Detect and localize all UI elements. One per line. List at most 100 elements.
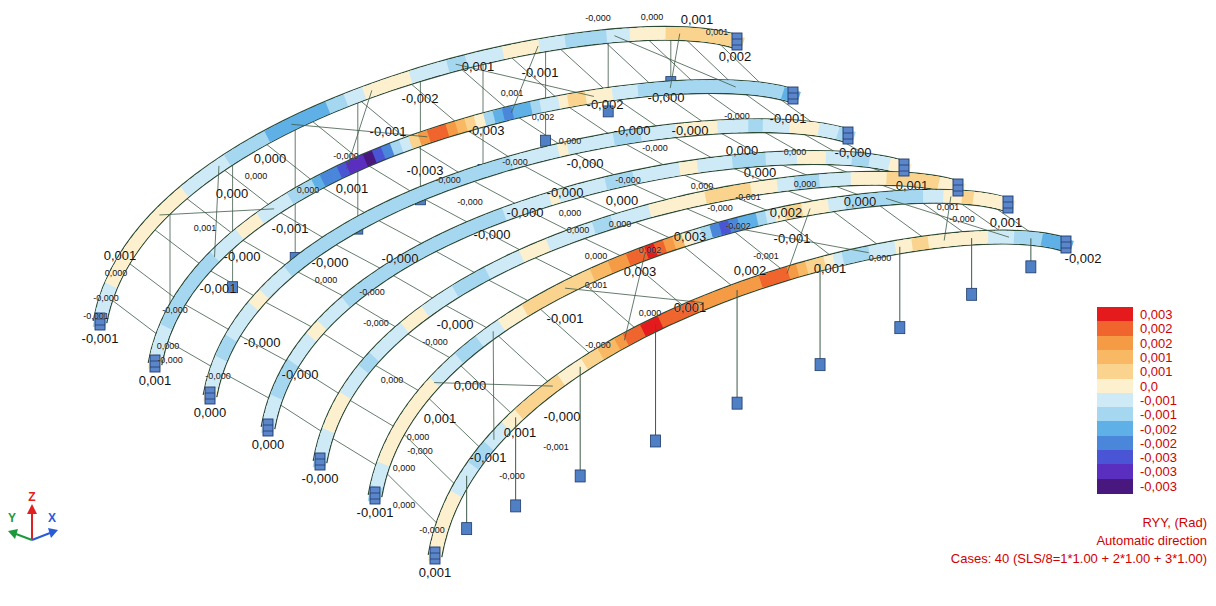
value-label: 0,002 [719, 50, 752, 63]
value-label: -0,001 [272, 222, 309, 235]
value-label: -0,000 [312, 256, 349, 269]
value-label: 0,000 [744, 166, 777, 179]
value-label: -0,000 [435, 176, 461, 185]
value-label: 0,000 [254, 152, 287, 165]
legend-swatch [1097, 321, 1133, 336]
value-label: -0,001 [83, 312, 109, 321]
value-label: -0,001 [200, 282, 237, 295]
result-caption: Automatic direction [1096, 534, 1207, 547]
legend-swatch [1097, 307, 1133, 322]
legend-swatch [1097, 479, 1133, 494]
legend-value: 0,001 [1140, 365, 1173, 378]
value-label: 0,000 [606, 194, 639, 207]
legend-value: 0,003 [1140, 308, 1173, 321]
support-symbol [370, 487, 380, 504]
axis-triad [8, 504, 58, 540]
legend-value: -0,001 [1140, 393, 1177, 406]
value-label: -0,001 [357, 506, 394, 519]
value-label: -0,000 [302, 472, 339, 485]
value-label: 0,000 [567, 226, 590, 235]
value-label: -0,000 [949, 215, 975, 224]
value-label: 0,000 [844, 195, 877, 208]
value-label: -0,000 [407, 447, 433, 456]
value-label: 0,000 [245, 172, 268, 181]
value-label: 0,002 [770, 206, 803, 219]
value-label: 0,000 [726, 144, 759, 157]
support-symbol [205, 387, 215, 404]
value-label: 0,000 [585, 252, 608, 261]
axis-letter: Z [28, 491, 35, 503]
value-label: 0,000 [381, 376, 404, 385]
value-label: 0,000 [407, 433, 430, 442]
legend-swatch [1097, 450, 1133, 465]
value-label: -0,001 [753, 252, 779, 261]
value-label: 0,002 [734, 264, 767, 277]
result-caption: Cases: 40 (SLS/8=1*1.00 + 2*1.00 + 3*1.0… [951, 552, 1207, 565]
value-label: 0,001 [896, 179, 929, 192]
legend-value: -0,003 [1140, 451, 1177, 464]
legend-value: 0,001 [1140, 351, 1173, 364]
value-label: 0,002 [532, 113, 555, 122]
value-label: 0,001 [674, 301, 707, 314]
value-label: 0,001 [139, 374, 172, 387]
legend-value: -0,001 [1140, 408, 1177, 421]
value-label: 0,003 [674, 230, 707, 243]
value-label: 0,001 [504, 426, 537, 439]
legend-value: -0,003 [1140, 465, 1177, 478]
value-label: -0,001 [470, 451, 507, 464]
value-label: 0,001 [990, 216, 1023, 229]
value-label: 0,000 [691, 182, 714, 191]
value-label: -0,000 [333, 152, 359, 161]
value-label: -0,000 [672, 124, 709, 137]
axis-letter: X [48, 512, 56, 524]
support-symbol [315, 453, 325, 470]
value-label: -0,001 [370, 125, 407, 138]
value-label: 0,002 [639, 246, 662, 255]
value-label: 0,001 [585, 281, 608, 290]
legend-swatch [1097, 436, 1133, 451]
value-label: -0,000 [585, 341, 611, 350]
result-caption: RYY, (Rad) [1142, 516, 1207, 529]
value-label: 0,001 [706, 28, 729, 37]
support-symbol [1061, 236, 1071, 253]
value-label: 0,000 [157, 342, 180, 351]
value-label: -0,000 [502, 158, 528, 167]
value-label: -0,000 [93, 294, 119, 303]
value-label: -0,003 [468, 124, 505, 137]
legend-value: 0,002 [1140, 336, 1173, 349]
value-label: 0,001 [681, 13, 714, 26]
value-label: -0,000 [707, 204, 733, 213]
value-label: -0,000 [457, 198, 483, 207]
value-label: -0,001 [543, 443, 569, 452]
value-label: 0,000 [194, 406, 227, 419]
support-symbol [953, 179, 963, 196]
value-label: -0,001 [522, 66, 559, 79]
legend-swatch [1097, 393, 1133, 408]
legend-swatch [1097, 464, 1133, 479]
value-label: 0,001 [194, 224, 217, 233]
value-label: -0,002 [587, 98, 624, 111]
value-label: -0,000 [544, 410, 581, 423]
value-label: 0,001 [104, 249, 137, 262]
value-label: -0,000 [282, 368, 319, 381]
value-label: 0,000 [559, 137, 582, 146]
value-label: -0,000 [615, 176, 641, 185]
value-label: 0,000 [794, 180, 817, 189]
value-label: -0,001 [774, 232, 811, 245]
value-label: -0,000 [547, 186, 584, 199]
value-label: 0,001 [462, 60, 495, 73]
value-label: -0,000 [224, 250, 261, 263]
value-label: 0,000 [393, 464, 416, 473]
value-label: -0,002 [725, 222, 751, 231]
value-label: -0,001 [547, 312, 584, 325]
value-label: 0,000 [559, 209, 582, 218]
value-label: -0,000 [244, 336, 281, 349]
value-label: -0,000 [507, 206, 544, 219]
support-symbol [263, 419, 273, 436]
value-label: -0,000 [474, 228, 511, 241]
support-symbol [843, 127, 853, 144]
legend-value: -0,003 [1140, 479, 1177, 492]
support-symbol [1003, 196, 1013, 213]
